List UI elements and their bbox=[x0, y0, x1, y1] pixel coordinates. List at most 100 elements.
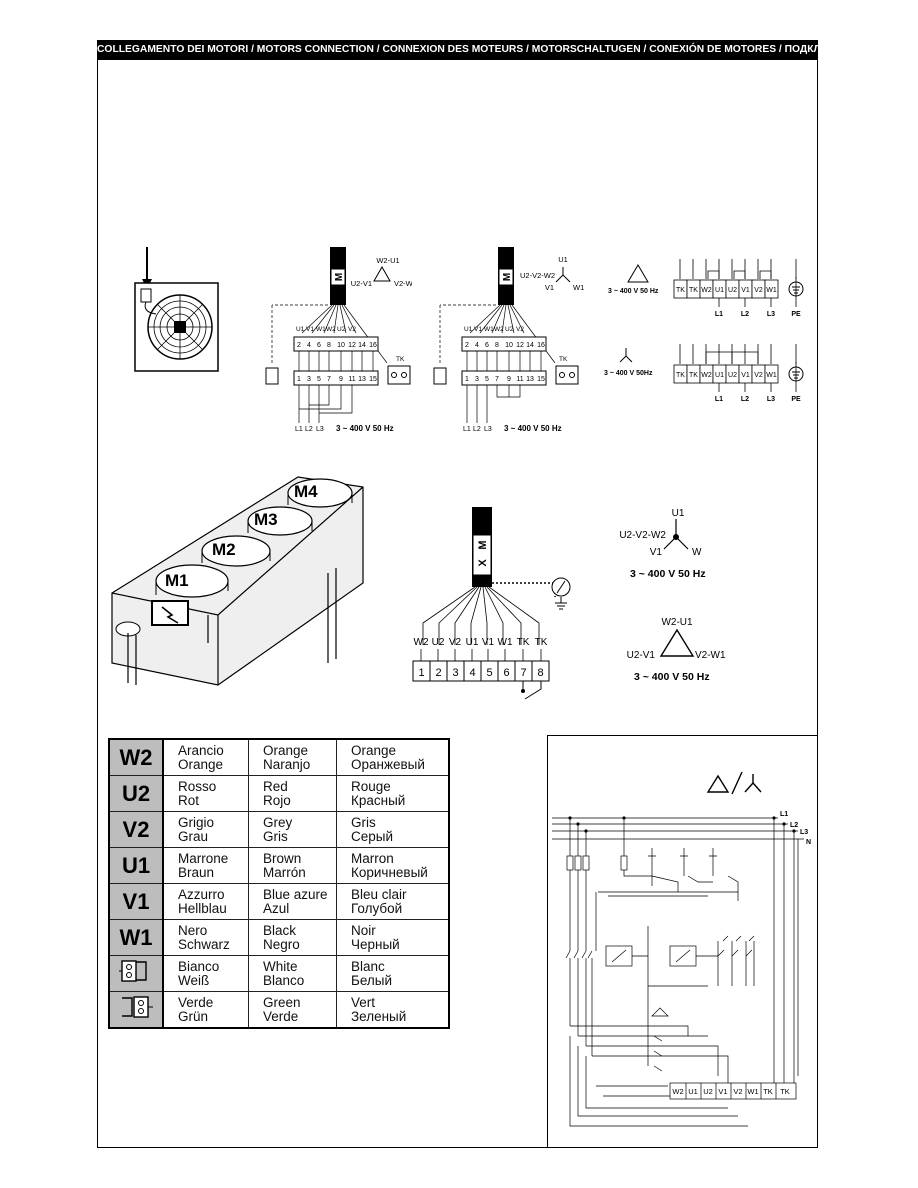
delta-symbol-icon bbox=[627, 264, 649, 283]
svg-text:3 ~ 400 V 50 Hz: 3 ~ 400 V 50 Hz bbox=[608, 288, 659, 295]
svg-text:U2: U2 bbox=[728, 287, 737, 294]
svg-text:X: X bbox=[477, 559, 489, 567]
svg-text:3 ~ 400 V 50Hz: 3 ~ 400 V 50Hz bbox=[604, 370, 653, 377]
svg-text:W1: W1 bbox=[316, 326, 326, 333]
svg-text:V2: V2 bbox=[754, 287, 763, 294]
svg-text:13: 13 bbox=[358, 376, 366, 383]
star-connection-symbol: U1 U2-V2-W2 V1 W 3 ~ 400 V 50 Hz bbox=[619, 508, 705, 580]
svg-text:1: 1 bbox=[297, 376, 301, 383]
svg-text:15: 15 bbox=[369, 376, 377, 383]
svg-text:3 ~ 400 V 50 Hz: 3 ~ 400 V 50 Hz bbox=[634, 671, 710, 683]
svg-text:4: 4 bbox=[475, 342, 479, 349]
svg-text:TK: TK bbox=[676, 372, 685, 379]
svg-text:L1: L1 bbox=[780, 811, 788, 818]
delta-top-label: W2-U1 bbox=[376, 256, 399, 265]
page-header: COLLEGAMENTO DEI MOTORI / MOTORS CONNECT… bbox=[97, 40, 818, 60]
svg-text:V2: V2 bbox=[449, 637, 462, 648]
svg-text:W1: W1 bbox=[573, 283, 584, 292]
delta-left-label: U2-V1 bbox=[351, 279, 372, 288]
svg-text:1: 1 bbox=[465, 376, 469, 383]
ground-icon bbox=[788, 281, 804, 297]
thermal-contact-icon bbox=[108, 955, 164, 992]
svg-text:11: 11 bbox=[348, 376, 355, 383]
svg-text:U1: U1 bbox=[715, 372, 724, 379]
svg-text:3: 3 bbox=[452, 667, 458, 679]
svg-text:V1: V1 bbox=[650, 547, 663, 558]
svg-text:V2: V2 bbox=[348, 326, 356, 333]
svg-text:W1: W1 bbox=[766, 287, 777, 294]
svg-text:1: 1 bbox=[418, 667, 424, 679]
svg-text:6: 6 bbox=[317, 342, 321, 349]
unit-motors-illustration: M4 M3 M2 M1 bbox=[111, 476, 364, 686]
svg-text:L3: L3 bbox=[316, 426, 324, 433]
svg-text:16: 16 bbox=[369, 342, 377, 349]
motor-m3-label: M3 bbox=[254, 510, 278, 529]
wire-code: W1 bbox=[108, 919, 164, 956]
svg-text:L2: L2 bbox=[790, 822, 798, 829]
svg-text:U2-V2-W2: U2-V2-W2 bbox=[520, 271, 555, 280]
svg-text:TK: TK bbox=[763, 1087, 773, 1096]
svg-text:TK: TK bbox=[559, 356, 568, 363]
svg-text:TK: TK bbox=[676, 287, 685, 294]
svg-text:U2: U2 bbox=[432, 637, 445, 648]
star-symbol-icon bbox=[619, 348, 633, 363]
svg-text:W2: W2 bbox=[701, 287, 712, 294]
wire-code: V2 bbox=[108, 811, 164, 848]
svg-text:V1: V1 bbox=[741, 372, 750, 379]
fan-unit-illustration bbox=[134, 247, 219, 372]
svg-text:U2: U2 bbox=[703, 1087, 713, 1096]
svg-text:TK: TK bbox=[517, 637, 530, 648]
svg-text:7: 7 bbox=[520, 667, 526, 679]
svg-text:9: 9 bbox=[507, 376, 511, 383]
svg-text:13: 13 bbox=[526, 376, 534, 383]
motor-m2-label: M2 bbox=[212, 540, 236, 559]
svg-text:3: 3 bbox=[307, 376, 311, 383]
svg-text:U2: U2 bbox=[337, 326, 346, 333]
wire-code: U2 bbox=[108, 775, 164, 812]
svg-text:U1: U1 bbox=[296, 326, 305, 333]
svg-text:W2: W2 bbox=[414, 637, 429, 648]
svg-text:V2: V2 bbox=[754, 372, 763, 379]
svg-text:3: 3 bbox=[475, 376, 479, 383]
svg-text:12: 12 bbox=[516, 342, 524, 349]
svg-text:PE: PE bbox=[791, 396, 801, 403]
svg-text:V1: V1 bbox=[474, 326, 482, 333]
svg-text:L1: L1 bbox=[715, 311, 723, 318]
svg-text:V2: V2 bbox=[516, 326, 524, 333]
svg-text:L2: L2 bbox=[741, 396, 749, 403]
svg-text:14: 14 bbox=[526, 342, 534, 349]
svg-text:5: 5 bbox=[317, 376, 321, 383]
svg-text:6: 6 bbox=[485, 342, 489, 349]
svg-text:U2-V2-W2: U2-V2-W2 bbox=[619, 530, 666, 541]
svg-text:7: 7 bbox=[495, 376, 499, 383]
svg-text:11: 11 bbox=[516, 376, 523, 383]
svg-text:W1: W1 bbox=[747, 1087, 758, 1096]
svg-text:14: 14 bbox=[358, 342, 366, 349]
